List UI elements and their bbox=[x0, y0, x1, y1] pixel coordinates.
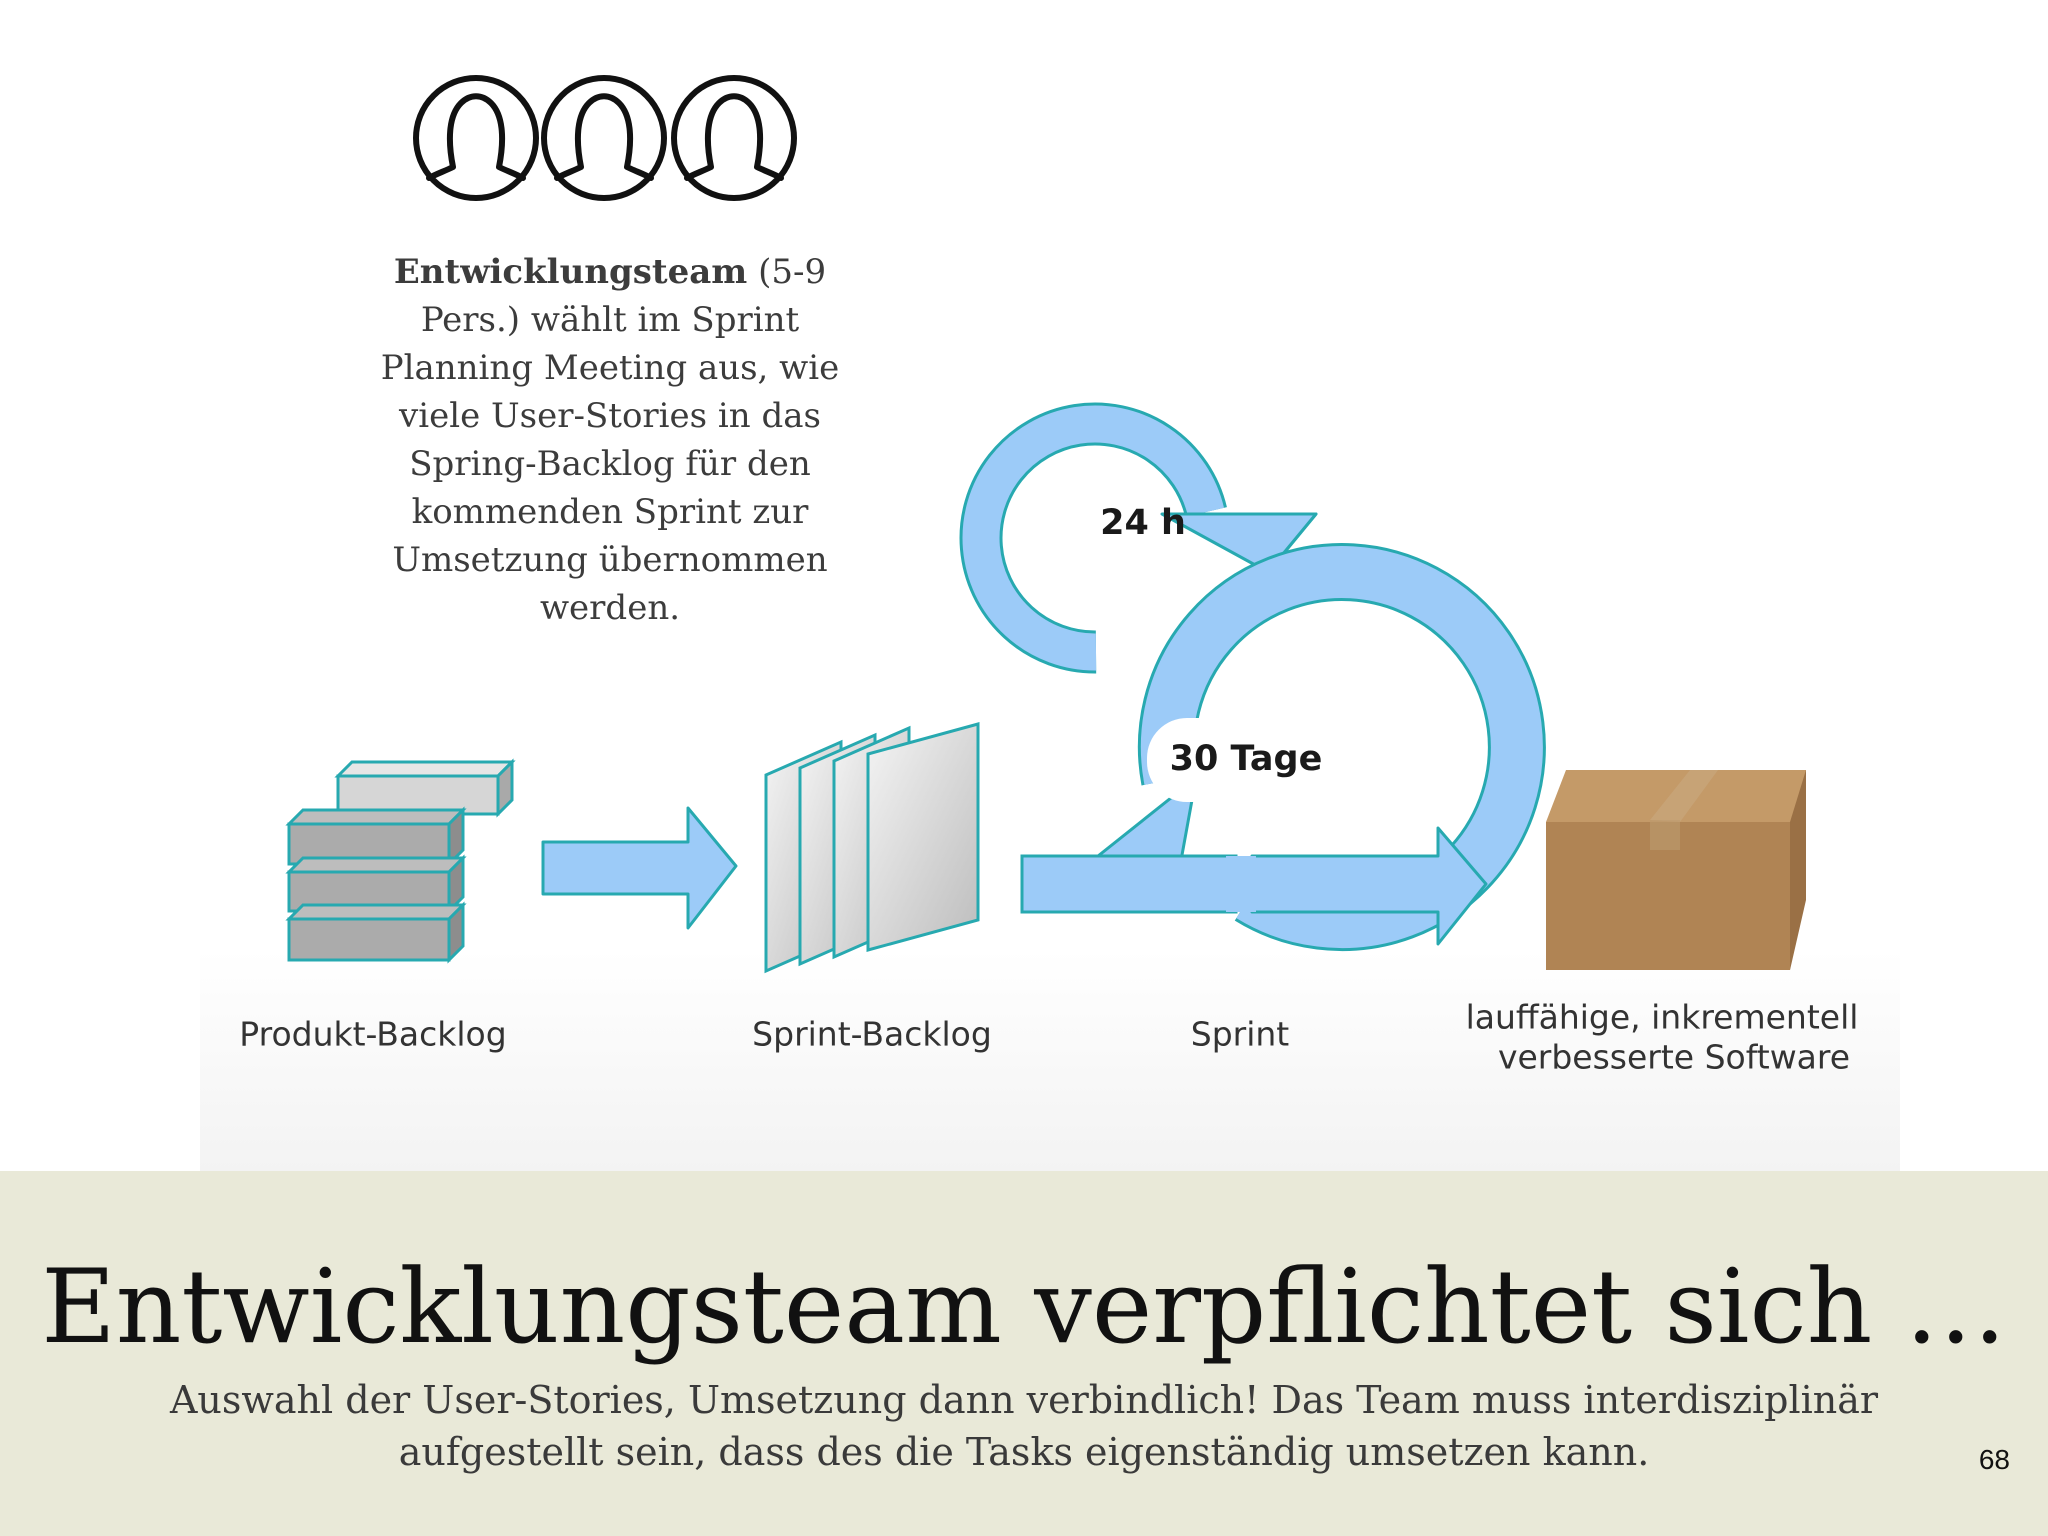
stage-label-software-line1: lauffähige, inkrementell bbox=[1466, 998, 1859, 1037]
stage-label-sprint: Sprint bbox=[1191, 1015, 1290, 1054]
daily-cycle-label: 24 h bbox=[1100, 503, 1186, 543]
sprint-cycle-label-bg bbox=[1147, 718, 1357, 802]
sprint-cycle-arrow bbox=[1020, 543, 1546, 952]
product-backlog-stack-icon bbox=[285, 758, 516, 964]
person-icon bbox=[674, 78, 794, 198]
stage-label-sprint-backlog: Sprint-Backlog bbox=[752, 1015, 992, 1054]
slide-subline: Auswahl der User-Stories, Umsetzung dann… bbox=[169, 1378, 1879, 1474]
person-icon bbox=[416, 78, 536, 198]
page-number: 68 bbox=[1978, 1444, 2010, 1475]
stage-label-software-line2: verbesserte Software bbox=[1498, 1038, 1850, 1077]
team-description: Entwicklungsteam (5-9 Pers.) wählt im Sp… bbox=[380, 248, 840, 632]
sprint-cycle-label: 30 Tage bbox=[1170, 739, 1323, 779]
team-description-text: (5-9 Pers.) wählt im Sprint Planning Mee… bbox=[380, 252, 840, 628]
team-icons bbox=[416, 78, 794, 198]
sprint-backlog-sheets-icon bbox=[764, 722, 980, 974]
scrum-process-diagram: 30 Tage 24 h Produkt-Backlog Sprint-Back… bbox=[200, 0, 1900, 1171]
footer-band bbox=[0, 1171, 2048, 1536]
person-icon bbox=[544, 78, 664, 198]
slide-headline: Entwicklungsteam verpflichtet sich … bbox=[41, 1248, 2007, 1367]
flow-arrow-1 bbox=[541, 806, 738, 930]
stage-label-product-backlog: Produkt-Backlog bbox=[239, 1015, 506, 1054]
team-description-bold: Entwicklungsteam bbox=[393, 252, 748, 292]
software-package-icon bbox=[1546, 770, 1806, 970]
